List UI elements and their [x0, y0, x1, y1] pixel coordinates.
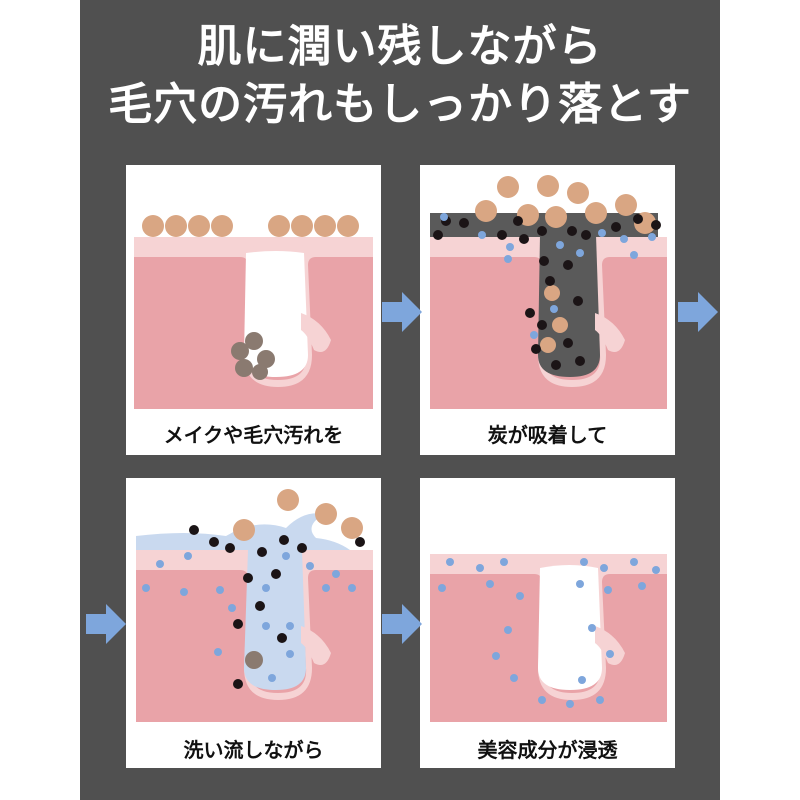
step-panel-4: 美容成分が浸透 [420, 478, 675, 768]
pore-illustration-1 [126, 165, 381, 455]
arrow-right-icon [382, 292, 422, 332]
step-panel-1: メイクや毛穴汚れを [126, 165, 381, 455]
step-caption-3: 洗い流しながら [126, 734, 381, 763]
step-caption-4: 美容成分が浸透 [420, 734, 675, 763]
step-panel-3: 洗い流しながら [126, 478, 381, 768]
title-line-2: 毛穴の汚れもしっかり落とす [80, 80, 720, 130]
pore-illustration-3 [126, 478, 381, 768]
step-caption-2: 炭が吸着して [420, 419, 675, 448]
arrow-right-icon [86, 604, 126, 644]
title-line-1: 肌に潤い残しながら [80, 22, 720, 72]
arrow-right-icon [382, 604, 422, 644]
step-panel-2: 炭が吸着して [420, 165, 675, 455]
pore-illustration-2 [420, 165, 675, 455]
pore-illustration-4 [420, 478, 675, 768]
step-caption-1: メイクや毛穴汚れを [126, 419, 381, 448]
arrow-right-icon [678, 292, 718, 332]
